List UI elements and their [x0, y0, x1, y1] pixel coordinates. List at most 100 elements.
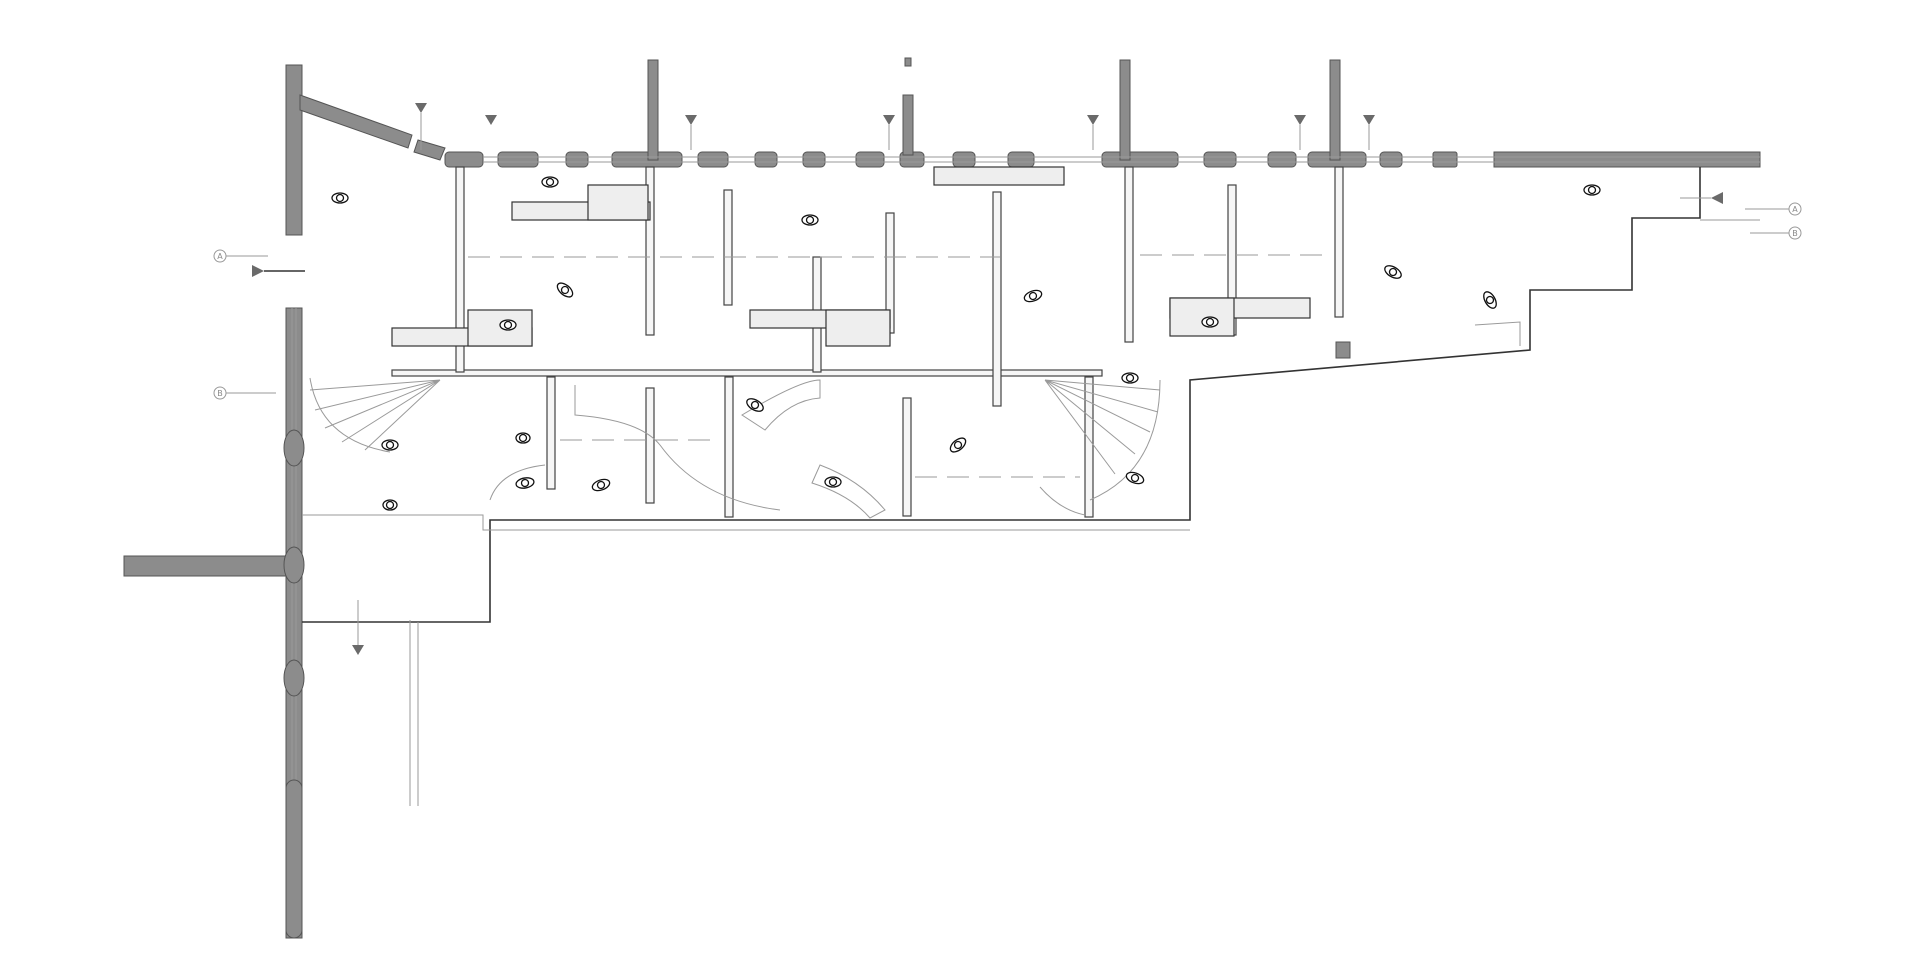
section-label: A [1792, 205, 1798, 214]
north-facade-pier [611, 151, 683, 168]
north-facade-pier [444, 151, 484, 168]
southwest-wall [123, 555, 301, 577]
plinth [825, 309, 891, 347]
angled-wall-segment [413, 139, 446, 161]
display-wall [724, 376, 734, 518]
section-cut-marker: A [213, 249, 268, 263]
person-figure [556, 282, 574, 298]
display-wall [992, 191, 1002, 407]
entry-curve [489, 464, 546, 501]
display-wall [1084, 376, 1094, 518]
view-direction-triangle [685, 115, 697, 125]
section-markers: A B A B [213, 202, 1802, 400]
stair-arc-east [1089, 379, 1161, 501]
north-facade-pier [1432, 151, 1458, 168]
person-figure [331, 192, 349, 204]
person-figure [1201, 316, 1219, 328]
angled-wall-northwest [299, 94, 413, 149]
person-figure [824, 476, 842, 488]
section-label: B [217, 389, 223, 398]
person-figure [591, 478, 611, 492]
north-wall-stub [904, 57, 912, 67]
plinth [933, 166, 1065, 186]
view-direction-triangle [1711, 192, 1723, 204]
display-wall [645, 166, 655, 336]
person-figure [541, 176, 559, 188]
section-label: A [217, 252, 223, 261]
person-figure [1483, 291, 1497, 309]
display-wall [546, 376, 556, 490]
north-facade-pier [1267, 151, 1297, 168]
view-direction-triangle [485, 115, 497, 125]
stairs [309, 377, 1161, 519]
north-facade-pier [1007, 151, 1035, 168]
section-cut-marker: A [1745, 202, 1802, 216]
gallery-divider [391, 369, 1103, 377]
person-figure [381, 439, 399, 451]
overhead-lines [468, 254, 1330, 478]
north-facade-pier [754, 151, 778, 168]
person-figure [382, 499, 398, 511]
stair-arc-west [309, 377, 391, 453]
person-figure [746, 398, 764, 412]
step-detail [1474, 321, 1521, 346]
person-figure [949, 437, 967, 453]
person-figure [1023, 289, 1043, 303]
section-cut-marker: B [1750, 226, 1802, 240]
stair-curved-mid [741, 379, 821, 431]
north-facade-pier [802, 151, 826, 168]
person-figure [801, 214, 819, 226]
north-party-wall [902, 94, 914, 156]
west-column [283, 659, 305, 697]
person-figure [499, 319, 517, 331]
building-outline-south [302, 167, 1701, 623]
interior-corridor-line [302, 514, 1190, 531]
section-label: B [1792, 229, 1798, 238]
plinth [587, 184, 649, 221]
plinth [467, 309, 533, 347]
north-facade-pier [1379, 151, 1403, 168]
stair-treads-east [1044, 379, 1161, 475]
display-wall [455, 166, 465, 373]
view-direction-triangle [1294, 115, 1306, 125]
person-figure [515, 477, 535, 489]
display-wall [1334, 166, 1344, 318]
display-wall [723, 189, 733, 306]
stair-curve-detail [1039, 486, 1086, 516]
plinths [391, 166, 1311, 347]
north-party-wall [1329, 59, 1341, 161]
person-figure [1384, 265, 1402, 279]
view-markers [252, 103, 1723, 655]
west-wall-lower-segment [285, 779, 303, 939]
north-party-wall [647, 59, 659, 161]
north-facade-pier [855, 151, 885, 168]
exterior-walls [123, 57, 1761, 939]
display-wall [902, 397, 912, 517]
north-facade-pier [697, 151, 729, 168]
north-facade-pier [1203, 151, 1237, 168]
view-direction-triangle [352, 645, 364, 655]
north-facade-pier [565, 151, 589, 168]
north-facade-pier [497, 151, 539, 168]
interior-outline [302, 167, 1760, 806]
view-direction-triangle [415, 103, 427, 113]
people [331, 176, 1601, 511]
person-figure [515, 432, 531, 444]
display-wall [645, 387, 655, 504]
display-wall [1124, 166, 1134, 343]
north-east-wall [1493, 151, 1761, 168]
small-column [1335, 341, 1351, 359]
north-facade-pier [952, 151, 976, 168]
plinth [1169, 297, 1235, 337]
stair-curved-lower [811, 464, 886, 519]
west-column [283, 429, 305, 467]
north-facade-pier [1101, 151, 1179, 168]
section-cut-marker: B [213, 386, 276, 400]
stair-treads-west [309, 379, 441, 451]
view-direction-triangle [883, 115, 895, 125]
view-direction-triangle [1363, 115, 1375, 125]
person-figure [1583, 184, 1601, 196]
stair-curve-detail [574, 385, 781, 511]
north-party-wall [1119, 59, 1131, 161]
